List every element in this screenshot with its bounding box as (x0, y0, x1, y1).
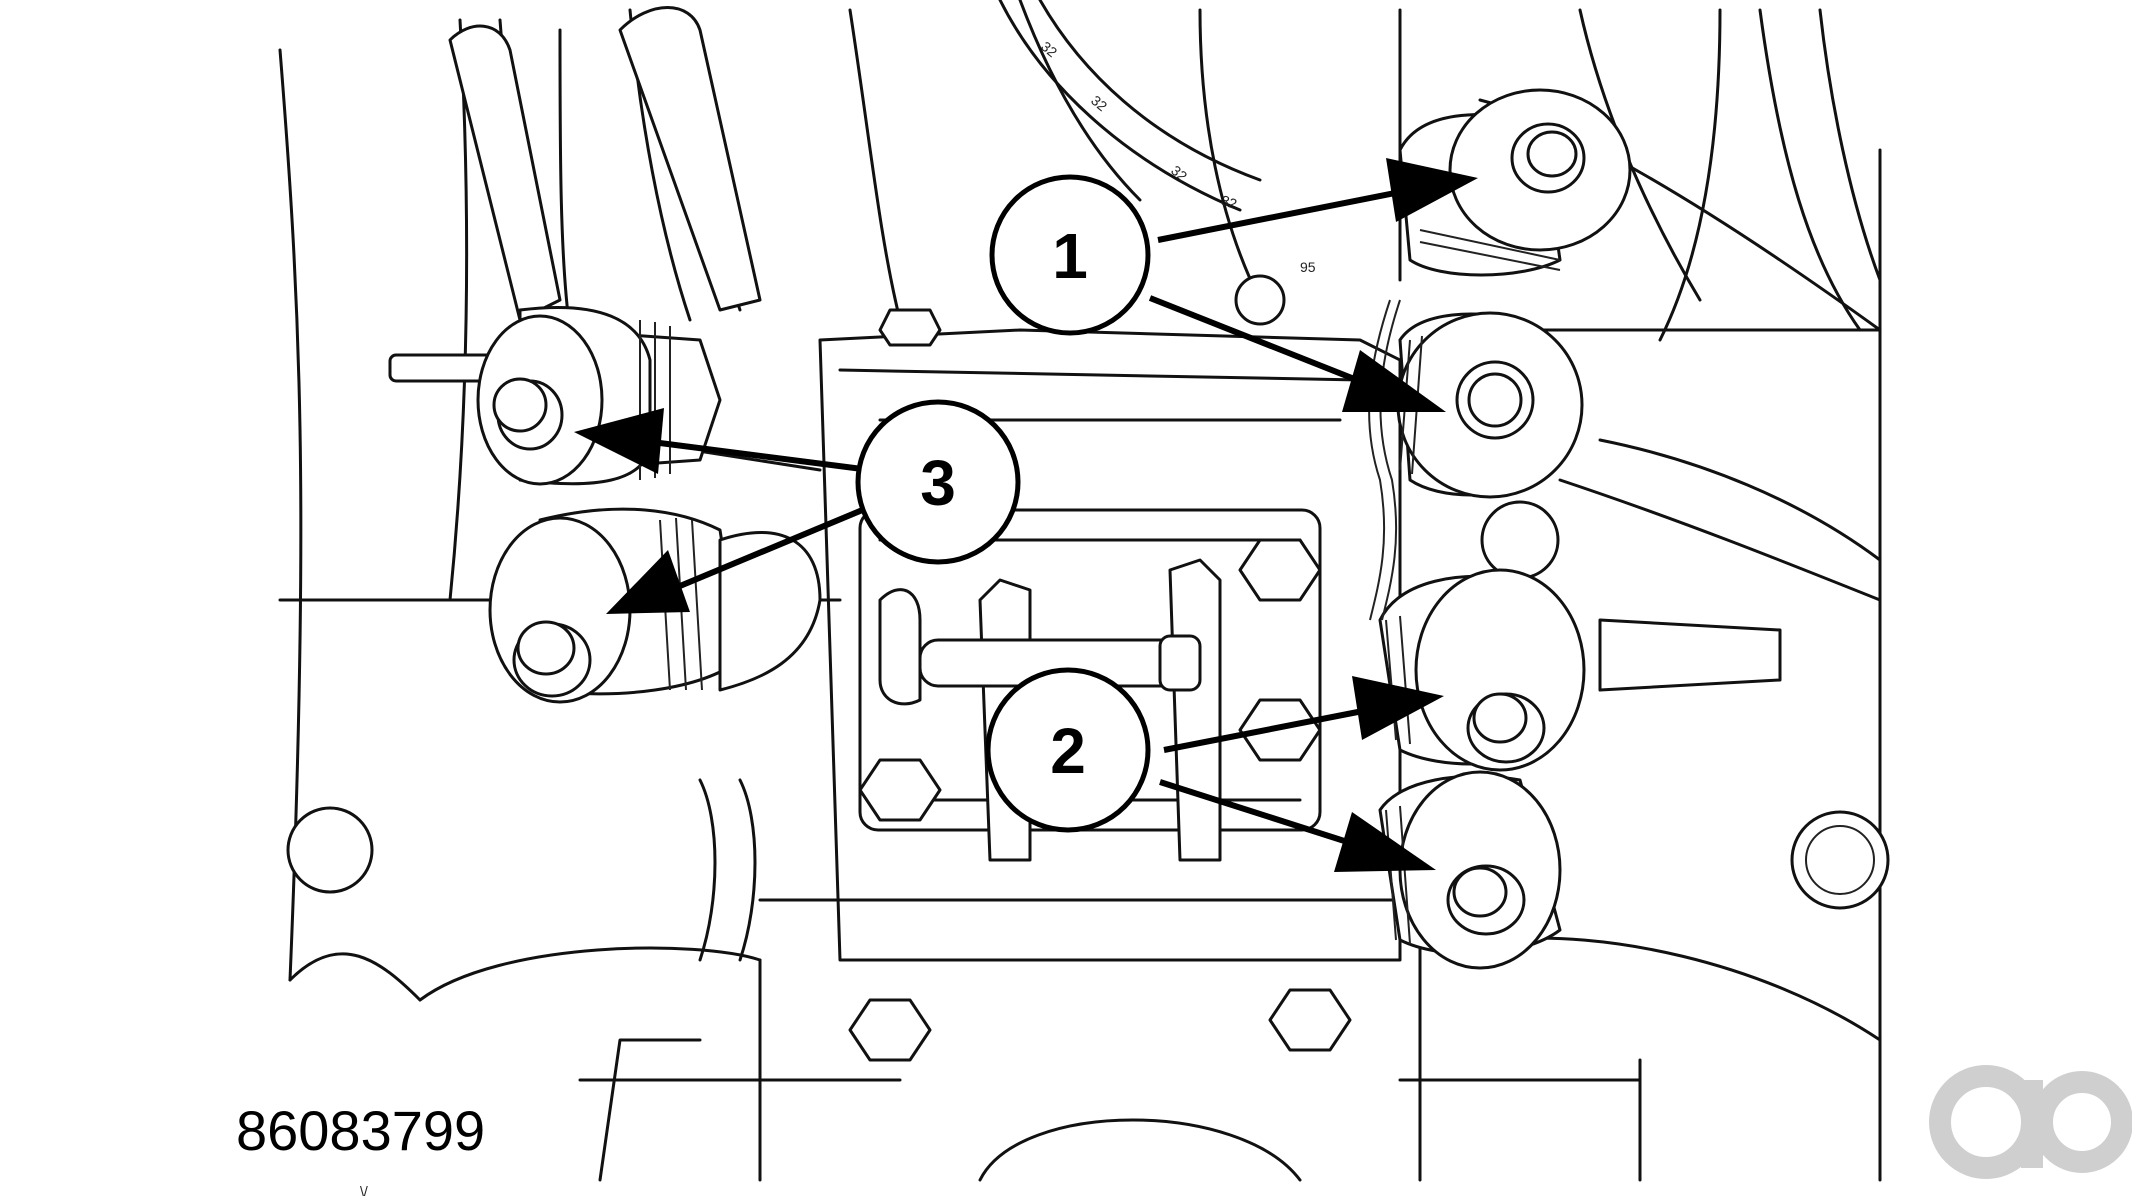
callout-2-label: 2 (1050, 715, 1086, 787)
arrow-2b (1159, 779, 1436, 872)
watermark-logo (1929, 1065, 2132, 1179)
right-coupler-2a (1378, 568, 1586, 772)
right-coupler-1a (1398, 88, 1632, 277)
harness-label: 32 (1168, 162, 1190, 184)
callout-1-label: 1 (1052, 220, 1088, 292)
arrow-2a (1163, 676, 1444, 753)
chain (1368, 299, 1401, 621)
callout-3: 3 (855, 399, 1021, 565)
arrow-1a (1157, 158, 1478, 243)
harness-label: 32 (1088, 92, 1110, 114)
harness-label: 32 (1219, 192, 1239, 212)
figure-mark: \/ (360, 1183, 368, 1199)
arrow-3b (606, 503, 874, 614)
harness-label: 95 (1300, 259, 1316, 275)
callout-2: 2 (985, 667, 1151, 833)
right-coupler-2b (1378, 770, 1562, 970)
callout-1: 1 (989, 174, 1151, 336)
left-coupler-upper (388, 305, 722, 486)
background-frame (278, 0, 1882, 1182)
callout-3-label: 3 (920, 447, 956, 519)
arrow-3a (574, 408, 871, 474)
arrow-1b (1148, 295, 1446, 412)
figure-number: 86083799 (236, 1099, 485, 1162)
harness-label: 32 (1038, 38, 1060, 60)
